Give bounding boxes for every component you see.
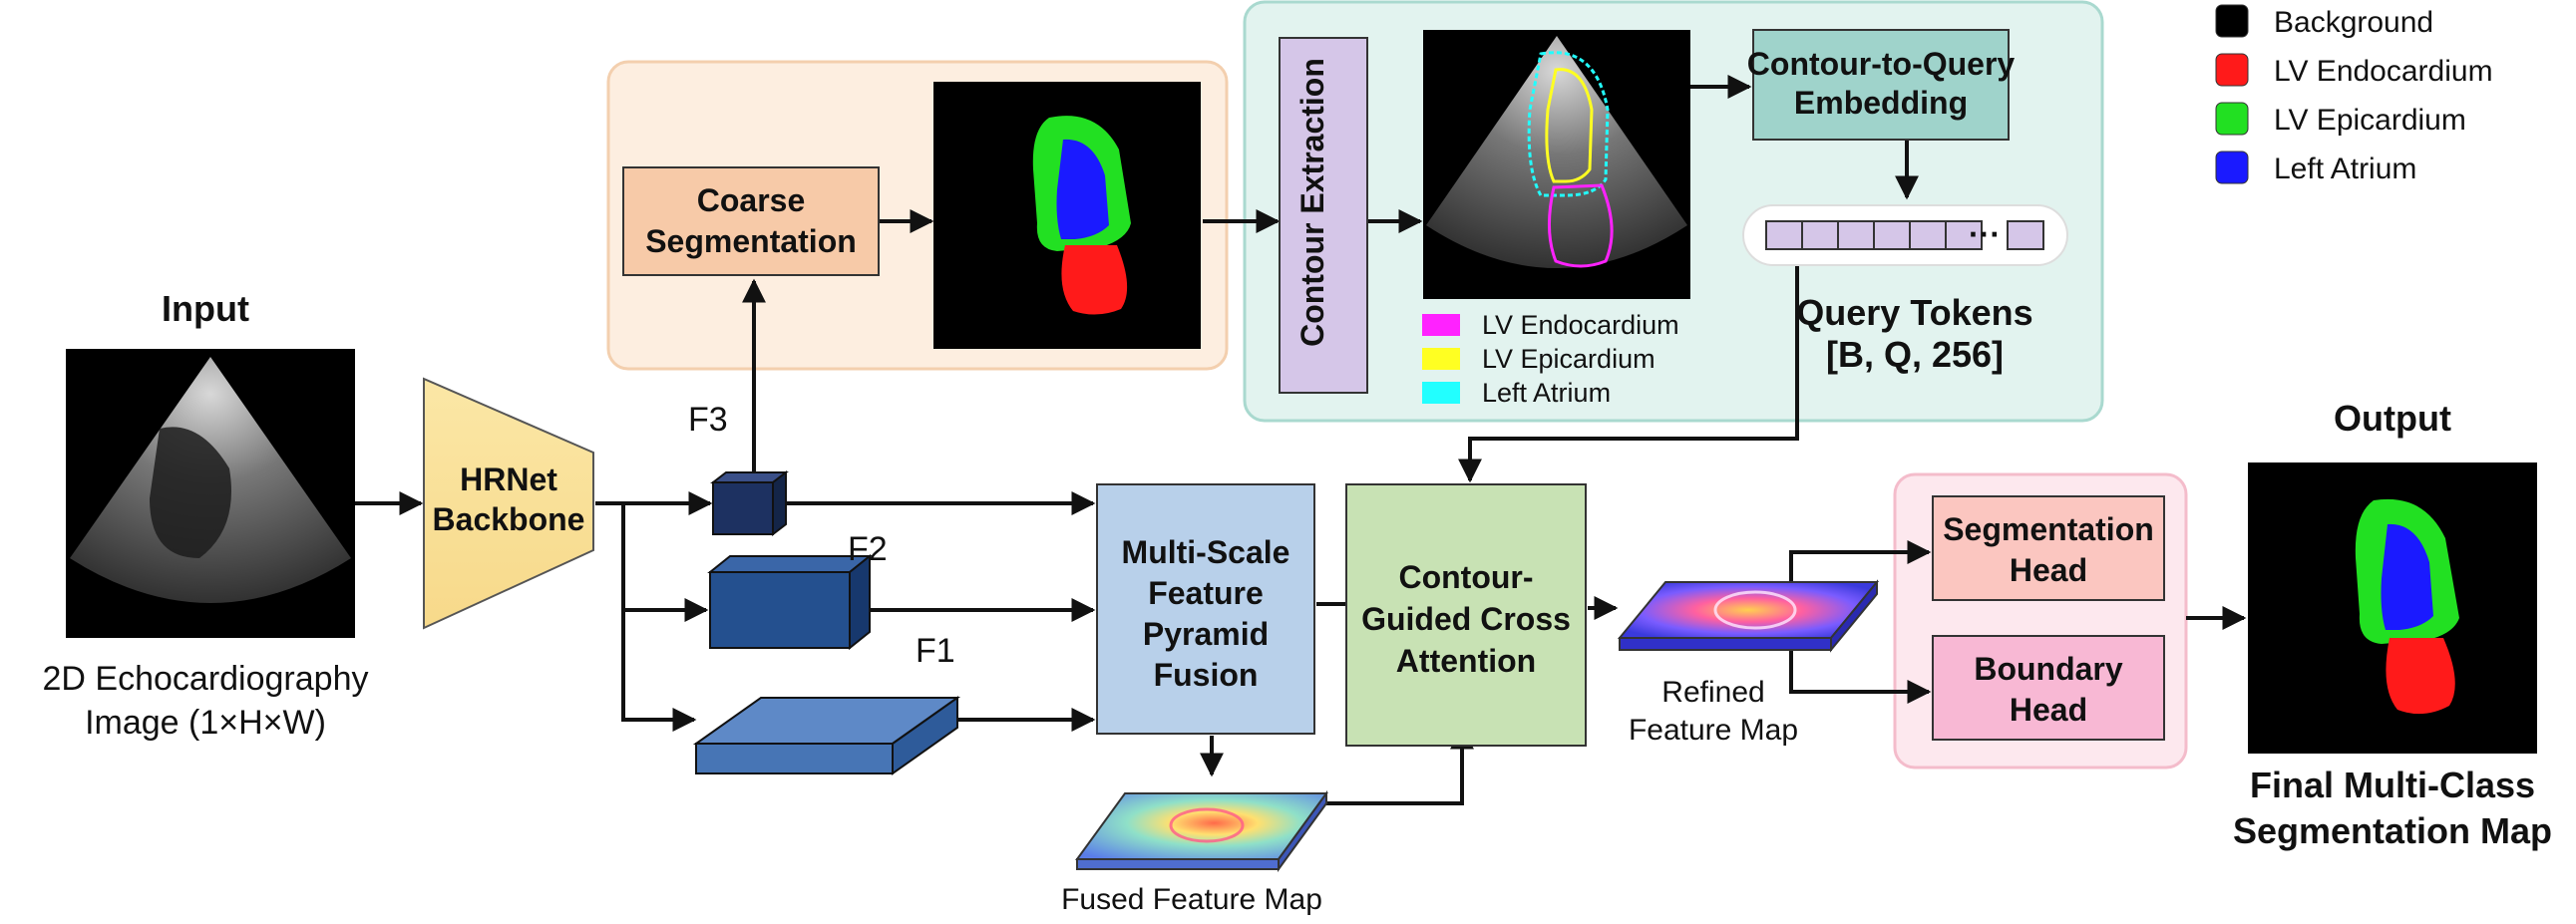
legend-swatch-lv-endocardium [2215, 53, 2249, 87]
fusion-line4: Fusion [1154, 657, 1259, 693]
contour-extraction-label: Contour Extraction [1294, 58, 1330, 347]
legend-label-left-atrium: Left Atrium [2274, 153, 2416, 185]
boundary-head-box [1932, 635, 2165, 741]
feature-f3-block [710, 469, 789, 537]
seg-head-line2: Head [2010, 552, 2087, 588]
boundary-head-line1: Boundary [1974, 651, 2123, 687]
contour-legend-swatch-endocardium [1422, 314, 1460, 336]
legend-swatch-lv-epicardium [2215, 102, 2249, 136]
cgca-line2: Guided Cross [1361, 601, 1571, 637]
feature-f2-block [707, 553, 873, 651]
feature-f1-block [692, 696, 961, 775]
input-echo-chamber [150, 427, 231, 558]
contour-echo-sector [1426, 36, 1687, 268]
boundary-head-line2: Head [2010, 692, 2087, 728]
feature-f2-label: F2 [848, 530, 888, 568]
legend-label-lv-endocardium: LV Endocardium [2274, 55, 2493, 88]
fusion-line2: Feature [1148, 575, 1264, 611]
legend-label-background: Background [2274, 6, 2433, 39]
output-caption-line1: Final Multi-Class [2250, 765, 2535, 805]
refined-line2: Feature Map [1629, 714, 1798, 747]
contour-extraction-box [1279, 37, 1368, 394]
contour-to-query-box [1752, 29, 2010, 141]
output-mask-endocardium [2386, 638, 2455, 715]
hrnet-backbone [423, 377, 594, 630]
fused-map-label: Fused Feature Map [1061, 883, 1322, 916]
contour-legend: LV Endocardium LV Epicardium Left Atrium [1422, 310, 1679, 408]
fusion-line1: Multi-Scale [1122, 534, 1290, 570]
output-mask-atrium [2381, 523, 2433, 630]
output-title: Output [2334, 398, 2451, 439]
input-caption-line2: Image (1×H×W) [85, 704, 326, 742]
fusion-line3: Pyramid [1143, 616, 1269, 652]
contour-legend-label-epicardium: LV Epicardium [1482, 344, 1656, 374]
coarse-mask-atrium [1056, 139, 1109, 239]
refined-feature-map [1617, 579, 1880, 653]
coarse-mask-endocardium [1061, 245, 1128, 315]
legend-swatch-left-atrium [2215, 151, 2249, 184]
contour-legend-swatch-atrium [1422, 382, 1460, 404]
feature-f1-label: F1 [916, 632, 955, 670]
legend-swatch-background [2215, 4, 2249, 38]
input-title: Input [162, 288, 249, 329]
backbone-line1: HRNet [460, 462, 557, 497]
feature-f3-label: F3 [688, 401, 728, 439]
input-caption-line1: 2D Echocardiography [43, 660, 369, 698]
cross-attention-box [1345, 483, 1587, 747]
cgca-line3: Attention [1396, 643, 1536, 679]
contour-epicardium-line [1545, 68, 1594, 183]
coarse-segmentation-box [622, 166, 880, 276]
query-tokens-title: Query Tokens [1796, 292, 2032, 333]
contour-legend-label-atrium: Left Atrium [1482, 378, 1611, 408]
contour-legend-label-endocardium: LV Endocardium [1482, 310, 1679, 340]
query-token-cells [1765, 220, 2044, 250]
cgca-line1: Contour- [1398, 559, 1533, 595]
output-caption-line2: Segmentation Map [2233, 810, 2552, 851]
coarse-line1: Coarse [697, 182, 806, 218]
query-token-ellipsis: ··· [1969, 216, 2001, 252]
legend-label-lv-epicardium: LV Epicardium [2274, 104, 2466, 137]
ctq-line2: Embedding [1794, 85, 1968, 121]
query-tokens-shape: [B, Q, 256] [1826, 334, 2004, 375]
fusion-box [1096, 483, 1315, 735]
contour-legend-swatch-epicardium [1422, 348, 1460, 370]
backbone-line2: Backbone [433, 501, 585, 537]
connectors [355, 75, 2247, 805]
ctq-line1: Contour-to-Query [1747, 46, 2016, 82]
contour-atrium-line [1527, 51, 1610, 197]
fused-feature-map [1075, 789, 1328, 873]
class-legend: Background LV Endocardium LV Epicardium … [2215, 4, 2493, 185]
coarse-line2: Segmentation [645, 223, 857, 259]
refined-line1: Refined [1661, 676, 1764, 709]
seg-head-line1: Segmentation [1943, 511, 2154, 547]
contour-endocardium-line [1547, 183, 1614, 268]
segmentation-head-box [1932, 495, 2165, 601]
